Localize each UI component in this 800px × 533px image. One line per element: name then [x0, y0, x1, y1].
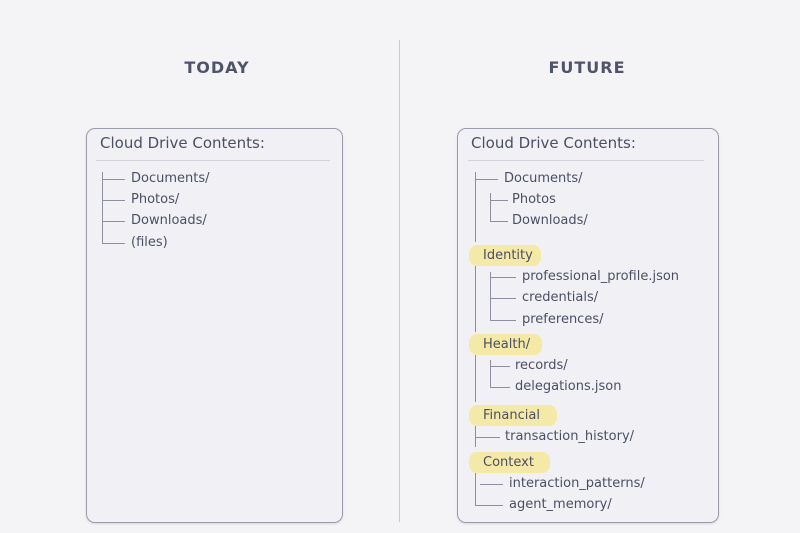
tree-line: [490, 366, 510, 367]
category-health: Health/: [469, 334, 542, 355]
tree-line: [475, 437, 500, 438]
tree-line: [475, 172, 476, 242]
tree-line: [475, 473, 476, 506]
today-heading: TODAY: [184, 58, 250, 77]
today-title-rule: [96, 160, 330, 161]
category-identity: Identity: [469, 245, 541, 266]
tree-line: [490, 360, 491, 388]
tree-item: (files): [131, 235, 168, 250]
tree-line: [490, 387, 510, 388]
tree-item: credentials/: [522, 290, 599, 305]
tree-item: Downloads/: [131, 213, 207, 228]
category-label: Health/: [483, 337, 531, 352]
tree-line: [102, 172, 103, 244]
category-context: Context: [469, 452, 550, 473]
tree-line: [102, 179, 125, 180]
tree-line: [490, 221, 508, 222]
tree-line: [475, 505, 503, 506]
tree-item: records/: [515, 358, 568, 373]
tree-line: [475, 266, 476, 332]
divider: [399, 40, 400, 522]
tree-item: Photos: [512, 192, 556, 207]
tree-line: [490, 200, 508, 201]
tree-line: [475, 179, 498, 180]
tree-item: preferences/: [522, 312, 604, 327]
tree-item: agent_memory/: [509, 497, 612, 512]
tree-item: delegations.json: [515, 379, 622, 394]
today-panel: [86, 128, 343, 523]
today-panel-title: Cloud Drive Contents:: [100, 134, 265, 152]
tree-item: Photos/: [131, 192, 180, 207]
tree-item: Documents/: [131, 171, 210, 186]
tree-item: interaction_patterns/: [509, 476, 645, 491]
future-title-rule: [468, 160, 704, 161]
tree-line: [490, 272, 491, 320]
tree-item: transaction_history/: [505, 429, 635, 444]
tree-item: professional_profile.json: [522, 269, 680, 284]
tree-item: Downloads/: [512, 213, 588, 228]
category-label: Context: [483, 455, 534, 470]
category-financial: Financial: [469, 405, 557, 426]
tree-line: [475, 426, 476, 447]
tree-line: [102, 221, 125, 222]
tree-line: [475, 355, 476, 402]
tree-line: [490, 277, 516, 278]
tree-line: [480, 484, 503, 485]
tree-line: [102, 243, 125, 244]
tree-line: [490, 298, 516, 299]
future-panel-title: Cloud Drive Contents:: [471, 134, 636, 152]
category-label: Identity: [483, 248, 533, 263]
tree-line: [490, 320, 516, 321]
category-label: Financial: [483, 408, 540, 423]
future-heading: FUTURE: [548, 58, 626, 77]
tree-item: Documents/: [504, 171, 583, 186]
tree-line: [490, 193, 491, 222]
tree-line: [102, 200, 125, 201]
